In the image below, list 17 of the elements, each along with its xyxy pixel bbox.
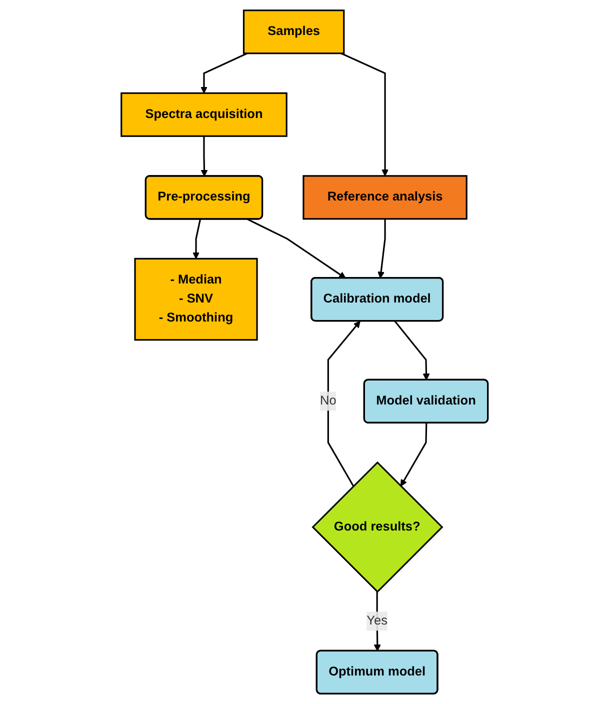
arrow [394, 320, 430, 380]
node-box: Samples [243, 10, 346, 54]
edge-label: No [320, 394, 337, 408]
arrow [200, 52, 248, 94]
edge-label: Yes [367, 614, 388, 628]
node-box: Spectra acquisition [120, 92, 288, 137]
arrow [201, 136, 208, 177]
arrow [400, 423, 428, 486]
node-diamond: Good results? [312, 461, 444, 593]
arrow [378, 218, 386, 278]
node-box: Reference analysis [303, 175, 468, 220]
arrow [192, 219, 202, 259]
arrow [328, 320, 361, 487]
node-box: - Median - SNV - Smoothing [134, 258, 258, 341]
arrow [341, 52, 389, 176]
arrow [374, 592, 382, 652]
arrow [248, 218, 346, 278]
